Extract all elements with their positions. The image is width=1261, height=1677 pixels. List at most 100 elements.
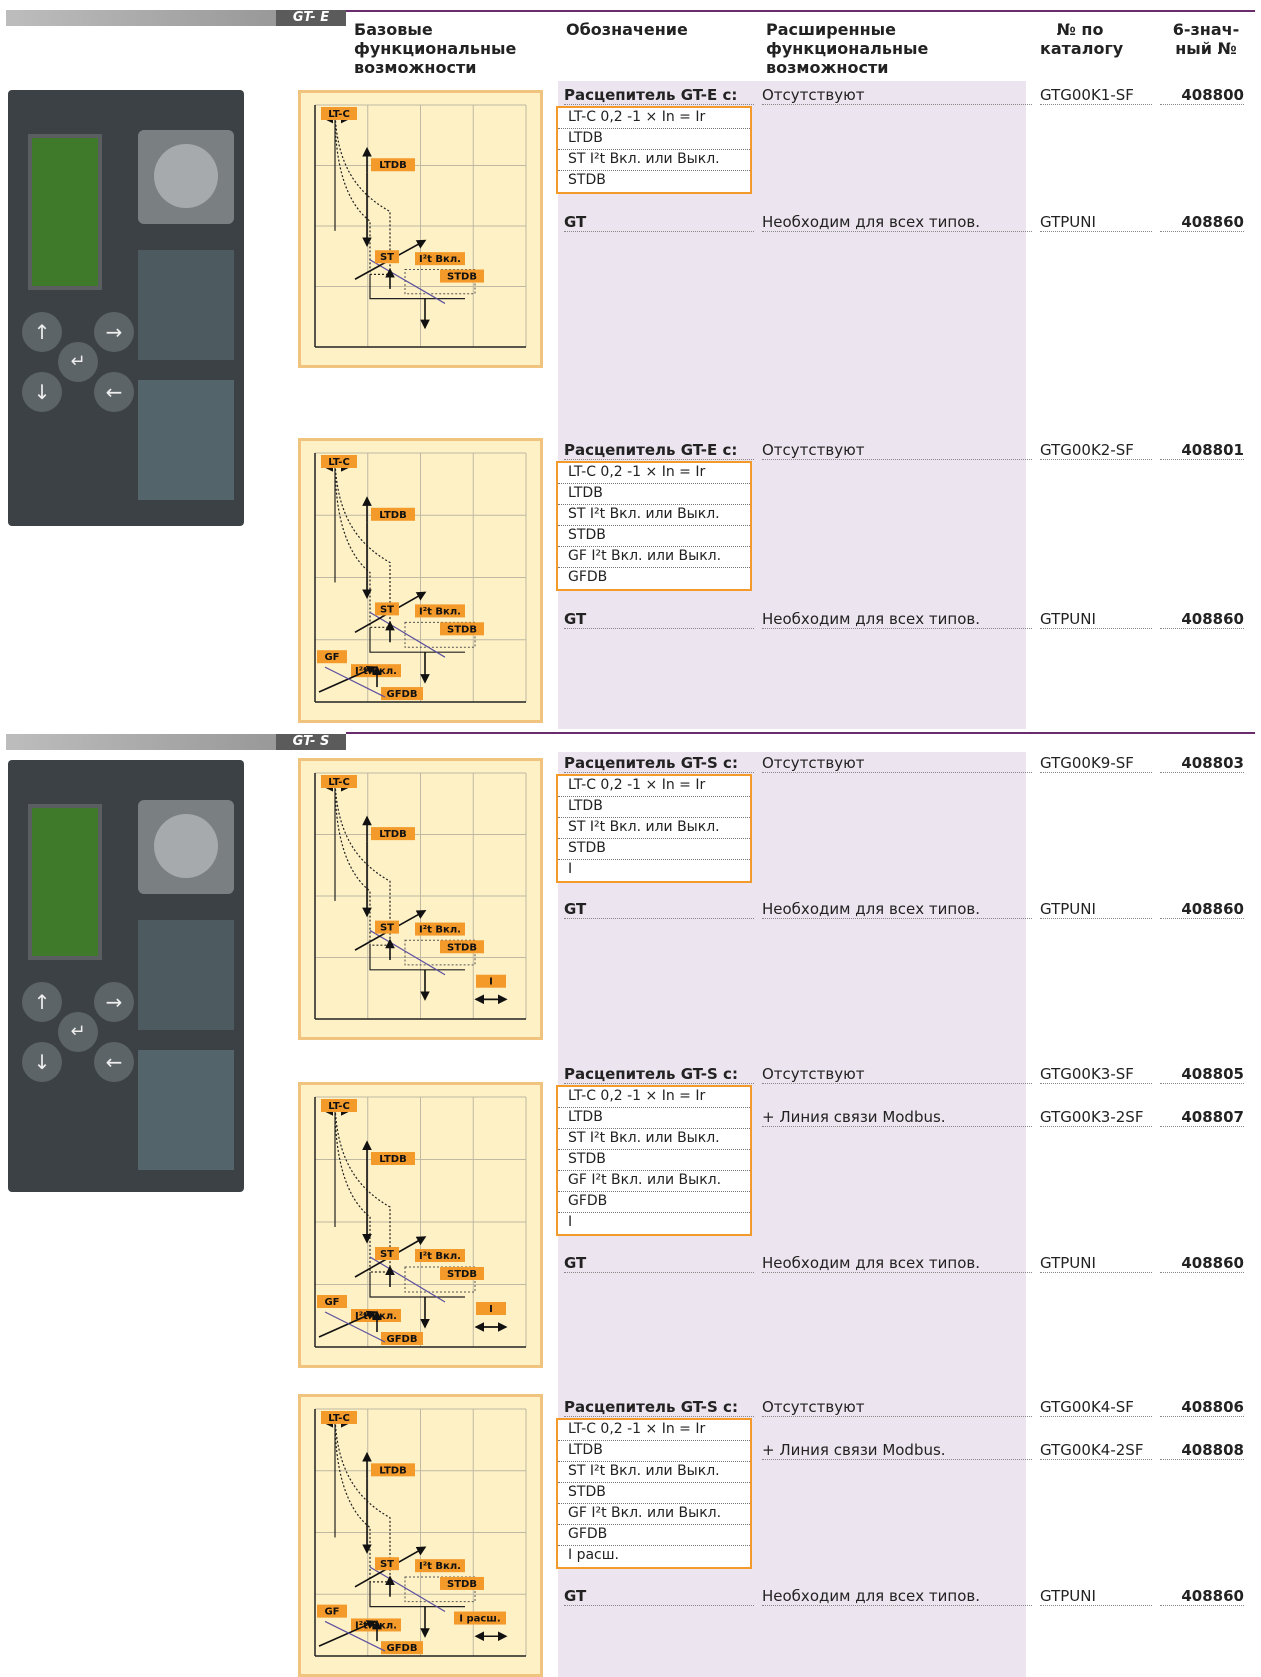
svg-text:STDB: STDB xyxy=(447,1269,477,1280)
device-connector xyxy=(138,380,234,500)
svg-text:I расш.: I расш. xyxy=(459,1614,500,1625)
extended-none: Отсутствуют xyxy=(762,86,1032,105)
extended-none: Отсутствуют xyxy=(762,754,1032,773)
svg-text:STDB: STDB xyxy=(447,272,477,283)
section-divider-gts xyxy=(346,732,1255,734)
catalog-number: GTG00K9-SF xyxy=(1040,754,1152,773)
extended-modbus: + Линия связи Modbus. xyxy=(762,1441,1032,1460)
needed-note: Необходим для всех типов. xyxy=(762,1587,1032,1606)
header-code: 6-знач-ный № xyxy=(1172,20,1240,58)
device-display xyxy=(28,804,102,960)
svg-text:ST: ST xyxy=(380,923,394,934)
gf-slope xyxy=(324,666,386,698)
section-tag-gte: GT- E xyxy=(276,10,346,26)
chart-grid xyxy=(314,452,527,703)
short-time-step xyxy=(369,274,465,300)
svg-text:LTDB: LTDB xyxy=(379,160,406,171)
trip-curve-chart-1: LT-C LTDB ST I²t Вкл. STDB xyxy=(298,90,543,368)
svg-text:STDB: STDB xyxy=(447,624,477,635)
six-digit-code-modbus: 408807 xyxy=(1160,1108,1244,1127)
svg-text:ST: ST xyxy=(380,252,394,263)
arrow-right-icon: → xyxy=(94,312,134,352)
gf-arrow xyxy=(318,1620,377,1647)
svg-text:LT-C: LT-C xyxy=(328,1413,350,1424)
label-instantaneous: I xyxy=(476,974,506,988)
label-st: ST xyxy=(375,602,399,616)
device-panel xyxy=(138,920,234,1030)
ge-logo xyxy=(138,800,234,894)
gtpuni-code: 408860 xyxy=(1160,1254,1244,1273)
six-digit-code: 408801 xyxy=(1160,441,1244,460)
svg-text:ST: ST xyxy=(380,604,394,615)
label-st: ST xyxy=(375,920,399,934)
long-time-band xyxy=(334,460,391,628)
long-time-band xyxy=(334,112,391,275)
header-designation: Обозначение xyxy=(566,20,688,39)
stdb-band xyxy=(404,1576,476,1603)
svg-text:GFDB: GFDB xyxy=(387,1643,418,1654)
short-time-step xyxy=(369,945,465,971)
svg-text:I²t Вкл.: I²t Вкл. xyxy=(419,1251,461,1262)
gt-label: GT xyxy=(564,213,754,232)
label-gfdb: GFDB xyxy=(381,687,423,701)
stdb-band xyxy=(404,939,476,966)
label-i2t: I²t Вкл. xyxy=(415,1249,465,1262)
group-title: Расцепитель GT-S с: xyxy=(564,1065,754,1084)
gf-slope xyxy=(324,1620,386,1652)
long-time-band xyxy=(334,1416,391,1583)
label-ltc: LT-C xyxy=(321,1411,357,1424)
i2t-slope xyxy=(369,929,446,976)
svg-text:I²t Вкл.: I²t Вкл. xyxy=(419,254,461,265)
section-divider-gte xyxy=(346,10,1255,12)
svg-text:I²t Вкл.: I²t Вкл. xyxy=(419,925,461,936)
gtpuni-catalog: GTPUNI xyxy=(1040,213,1152,232)
device-image-gts: ↑ → ↵ ↓ ← xyxy=(8,760,244,1192)
label-stdb: STDB xyxy=(440,1576,484,1590)
label-ltdb: LTDB xyxy=(371,1463,415,1477)
section-bar-gts xyxy=(6,734,346,750)
section-tag-gts: GT- S xyxy=(276,734,346,750)
arrow-down-icon: ↓ xyxy=(22,1042,62,1082)
i2t-slope xyxy=(369,1566,446,1613)
label-ltdb: LTDB xyxy=(371,158,415,172)
six-digit-code: 408803 xyxy=(1160,754,1244,773)
label-st: ST xyxy=(375,250,399,264)
label-ltc: LT-C xyxy=(321,1099,357,1112)
label-i2t: I²t Вкл. xyxy=(415,252,465,266)
gtpuni-code: 408860 xyxy=(1160,1587,1244,1606)
gtpuni-catalog: GTPUNI xyxy=(1040,900,1152,919)
svg-text:I²t Вкл.: I²t Вкл. xyxy=(355,1311,397,1322)
i2t-slope xyxy=(369,259,446,304)
gt-label: GT xyxy=(564,1587,754,1606)
needed-note: Необходим для всех типов. xyxy=(762,610,1032,629)
six-digit-code-modbus: 408808 xyxy=(1160,1441,1244,1460)
group-title: Расцепитель GT-S с: xyxy=(564,1398,754,1417)
label-ltc: LT-C xyxy=(321,455,357,468)
arrow-right-icon: → xyxy=(94,982,134,1022)
device-panel xyxy=(138,250,234,360)
gt-label: GT xyxy=(564,1254,754,1273)
catalog-number: GTG00K2-SF xyxy=(1040,441,1152,460)
short-time-step xyxy=(369,627,465,653)
svg-text:I²t Вкл.: I²t Вкл. xyxy=(419,606,461,617)
device-image-gte: ↑ → ↵ ↓ ← xyxy=(8,90,244,526)
arrow-left-icon: ← xyxy=(94,372,134,412)
extended-none: Отсутствуют xyxy=(762,1398,1032,1417)
svg-text:LT-C: LT-C xyxy=(328,109,350,120)
label-i2t: I²t Вкл. xyxy=(415,922,465,936)
chart-grid xyxy=(314,104,527,348)
group-title: Расцепитель GT-E с: xyxy=(564,441,754,460)
ge-logo xyxy=(138,130,234,224)
label-ltc: LT-C xyxy=(321,107,357,120)
long-time-band xyxy=(334,780,391,946)
svg-text:ST: ST xyxy=(380,1559,394,1570)
gtpuni-catalog: GTPUNI xyxy=(1040,1587,1152,1606)
needed-note: Необходим для всех типов. xyxy=(762,1254,1032,1273)
gt-label: GT xyxy=(564,900,754,919)
enter-icon: ↵ xyxy=(58,342,98,382)
group-title: Расцепитель GT-S с: xyxy=(564,754,754,773)
